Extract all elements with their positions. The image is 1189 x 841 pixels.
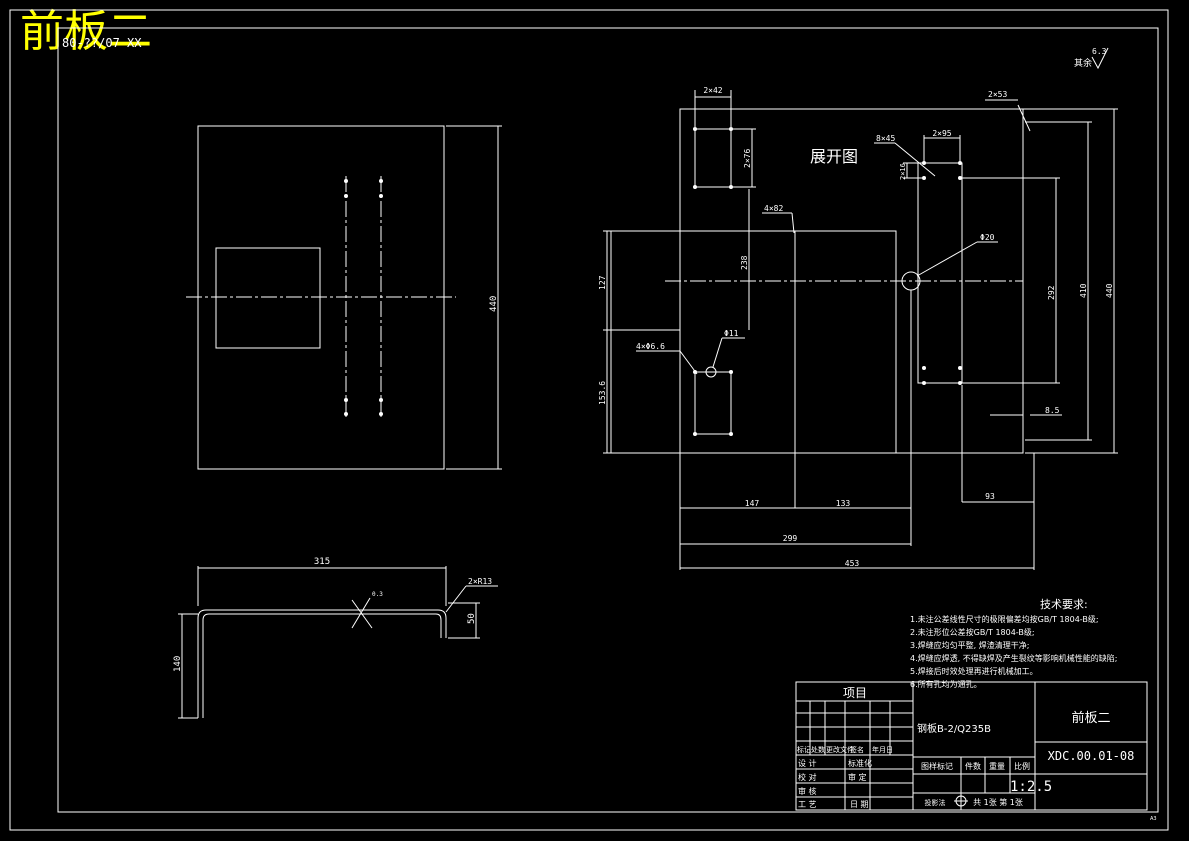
unfolded-label: 展开图 xyxy=(810,147,858,166)
dim-side-height: 140 xyxy=(173,656,183,672)
tech-req-item: 2.未注形位公差按GB/T 1804-B级; xyxy=(910,627,1035,637)
tb-count: 件数 xyxy=(965,761,981,771)
dim-side-angle: 0.3 xyxy=(372,591,383,598)
side-view: 315 140 50 2×R13 0.3 xyxy=(173,557,498,719)
dim-2x76: 2×76 xyxy=(743,149,752,168)
dim-dia-11: Φ11 xyxy=(724,329,739,338)
dim-side-flange: 50 xyxy=(467,613,477,624)
tech-req-item: 1.未注公差线性尺寸的极限偏差均按GB/T 1804-B级; xyxy=(910,614,1099,624)
roughness-label: 其余 xyxy=(1074,57,1092,69)
dim-299: 299 xyxy=(783,534,798,543)
technical-requirements: 技术要求: 1.未注公差线性尺寸的极限偏差均按GB/T 1804-B级; 2.未… xyxy=(910,598,1117,689)
dim-dia-20: Φ20 xyxy=(980,233,995,242)
tech-req-title: 技术要求: xyxy=(1040,598,1088,611)
dim-292: 292 xyxy=(1047,285,1056,300)
tb-stage-mark: 图样标记 xyxy=(921,761,953,771)
dim-133: 133 xyxy=(836,499,851,508)
dim-440: 440 xyxy=(1105,283,1114,298)
tech-req-item: 6.所有孔均为通孔。 xyxy=(910,679,982,689)
tb-scale-h: 比例 xyxy=(1014,761,1030,771)
dim-side-width: 315 xyxy=(314,557,330,567)
dim-147: 147 xyxy=(745,499,760,508)
dim-front-height: 440 xyxy=(489,296,499,312)
roughness-symbol: 6.3 其余 xyxy=(1074,47,1109,70)
tb-review: 审 核 xyxy=(798,786,817,796)
tb-scale: 1:2.5 xyxy=(1010,779,1052,795)
tech-req-item: 4.焊缝应焊透, 不得缺焊及产生裂纹等影响机械性能的缺陷; xyxy=(910,653,1117,663)
outer-border xyxy=(9,9,1169,831)
dim-side-radius: 2×R13 xyxy=(468,577,492,586)
tb-row-label: 更改文件 xyxy=(826,745,854,754)
tech-req-item: 5.焊接后时效处理再进行机械加工。 xyxy=(910,666,1038,676)
dim-4x82: 4×82 xyxy=(764,204,783,213)
tb-project: 项目 xyxy=(843,686,867,700)
tb-design: 设 计 xyxy=(798,758,817,768)
dim-8-5: 8.5 xyxy=(1045,406,1060,415)
tb-row-label: 签名 xyxy=(850,745,864,754)
dim-2x42: 2×42 xyxy=(703,86,722,95)
tb-drawing-no: XDC.00.01-08 xyxy=(1048,749,1135,763)
dim-410: 410 xyxy=(1079,283,1088,298)
sheet-size-mark: A3 xyxy=(1150,816,1157,822)
tb-std: 标准化 xyxy=(848,758,872,768)
tb-row-label: 标记 xyxy=(797,745,811,754)
dim-93: 93 xyxy=(985,492,995,501)
drawing-number-top: 80-??/07 XX xyxy=(62,36,142,50)
dim-453: 453 xyxy=(845,559,860,568)
drawing-title: 前板二 xyxy=(20,6,152,57)
dim-2x53: 2×53 xyxy=(988,90,1007,99)
tb-material: 钢板B-2/Q235B xyxy=(917,722,991,735)
dim-238: 238 xyxy=(740,255,749,270)
tb-approve: 审 定 xyxy=(848,772,867,782)
tb-part-name: 前板二 xyxy=(1071,710,1110,726)
roughness-value: 6.3 xyxy=(1092,47,1107,56)
tb-mass: 重量 xyxy=(989,761,1005,771)
unfolded-view: 展开图 2×42 2×76 2×53 xyxy=(598,86,1118,570)
title-block: 项目 钢板B-2/Q235B 前板二 XDC.00.01-08 图样标记 件数 … xyxy=(795,681,1148,811)
tb-row-label: 处数 xyxy=(811,745,825,754)
tb-sheet: 共 1张 第 1张 xyxy=(973,797,1023,807)
tb-projection: 投影法 xyxy=(925,798,946,807)
dim-127: 127 xyxy=(598,275,607,290)
front-view: 440 xyxy=(186,125,502,470)
dim-8x45: 8×45 xyxy=(876,134,895,143)
tb-row-label: 年月日 xyxy=(872,745,893,754)
tb-process: 工 艺 xyxy=(798,800,817,809)
dim-2x16: 2×16 xyxy=(899,163,907,180)
tb-check: 校 对 xyxy=(798,772,817,782)
dim-2x95: 2×95 xyxy=(932,129,951,138)
dim-4x66: 4×Φ6.6 xyxy=(636,342,665,351)
inner-border xyxy=(57,27,1159,813)
dim-153-6: 153.6 xyxy=(598,381,607,405)
tb-date: 日 期 xyxy=(850,800,869,809)
tech-req-item: 3.焊缝应均匀平整, 焊渣清理干净; xyxy=(910,640,1029,650)
